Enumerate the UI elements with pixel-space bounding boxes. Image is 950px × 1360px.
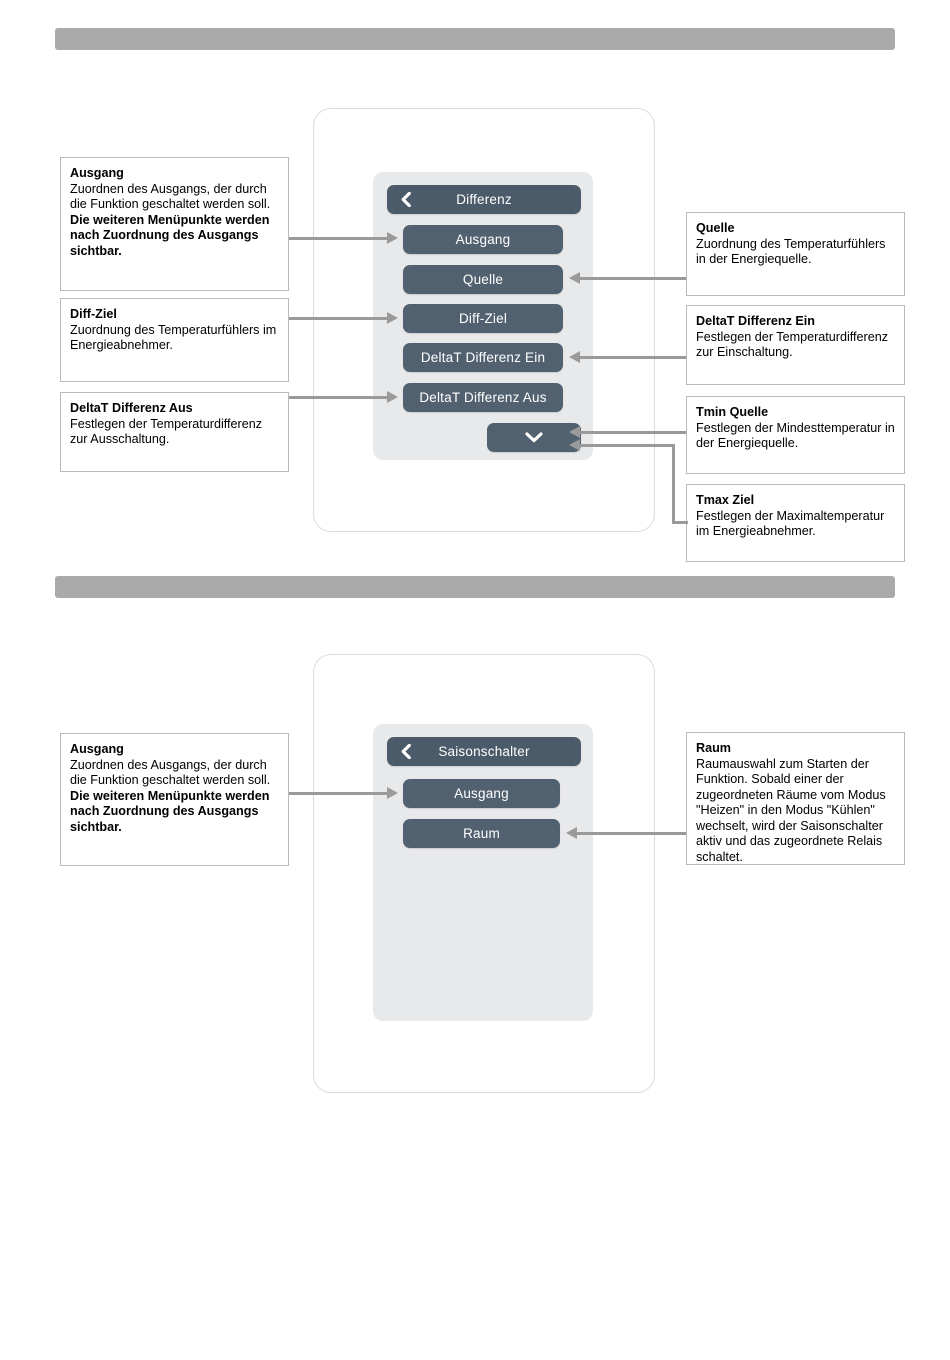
callout-title: Tmax Ziel: [696, 493, 755, 507]
menu-item-label: Raum: [463, 825, 500, 841]
chevron-down-icon[interactable]: [524, 431, 544, 445]
connector-arrowhead: [569, 426, 580, 438]
callout-title: Tmin Quelle: [696, 405, 769, 419]
connector-deltat-differenz-ein: [580, 356, 686, 359]
menu-header-saisonschalter[interactable]: Saisonschalter: [387, 737, 581, 766]
menu-item-raum[interactable]: Raum: [403, 819, 560, 848]
callout-body: Zuordnen des Ausgangs, der durch die Fun…: [70, 182, 279, 260]
connector-tmin-quelle: [580, 431, 686, 434]
menu-item-quelle[interactable]: Quelle: [403, 265, 563, 294]
callout-quelle: Quelle Zuordnung des Temperaturfühlers i…: [686, 212, 905, 296]
connector-raum: [577, 832, 686, 835]
connector-arrowhead: [566, 827, 577, 839]
callout-title: Ausgang: [70, 166, 124, 180]
callout-body-plain: Zuordnen des Ausgangs, der durch die Fun…: [70, 757, 271, 788]
menu-item-label: Ausgang: [455, 231, 511, 247]
connector-arrowhead: [569, 351, 580, 363]
connector-ausgang-saisonschalter: [289, 792, 389, 795]
connector-arrowhead: [387, 787, 398, 799]
callout-title: Ausgang: [70, 742, 124, 756]
connector-diff-ziel: [289, 317, 389, 320]
section-divider-middle: [55, 576, 895, 598]
connector-tmax-ziel-vertical: [672, 444, 675, 524]
callout-body-plain: Zuordnen des Ausgangs, der durch die Fun…: [70, 181, 271, 212]
callout-title: DeltaT Differenz Aus: [70, 401, 193, 415]
callout-body-bold: Die weiteren Menüpunkte werden nach Zuor…: [70, 212, 270, 258]
connector-arrowhead: [387, 391, 398, 403]
callout-body: Raumauswahl zum Starten der Funktion. So…: [696, 756, 886, 864]
menu-item-deltat-differenz-ein[interactable]: DeltaT Differenz Ein: [403, 343, 563, 372]
menu-item-label: DeltaT Differenz Aus: [419, 389, 547, 405]
callout-title: Quelle: [696, 221, 735, 235]
callout-body: Festlegen der Maximaltemperatur im Energ…: [696, 508, 885, 539]
callout-body: Festlegen der Temperaturdifferenz zur Au…: [70, 416, 263, 447]
callout-ausgang-saisonschalter: Ausgang Zuordnen des Ausgangs, der durch…: [60, 733, 289, 866]
chevron-left-icon[interactable]: [399, 192, 412, 208]
connector-arrowhead: [387, 232, 398, 244]
menu-item-ausgang[interactable]: Ausgang: [403, 225, 563, 254]
menu-header-differenz[interactable]: Differenz: [387, 185, 581, 214]
menu-item-diff-ziel[interactable]: Diff-Ziel: [403, 304, 563, 333]
connector-quelle: [580, 277, 686, 280]
connector-arrowhead: [569, 272, 580, 284]
scroll-down-button[interactable]: [487, 423, 581, 452]
callout-tmax-ziel: Tmax Ziel Festlegen der Maximaltemperatu…: [686, 484, 905, 562]
callout-title: Diff-Ziel: [70, 307, 117, 321]
menu-header-label: Differenz: [456, 191, 512, 207]
callout-body-bold: Die weiteren Menüpunkte werden nach Zuor…: [70, 788, 270, 834]
callout-deltat-differenz-aus: DeltaT Differenz Aus Festlegen der Tempe…: [60, 392, 289, 472]
callout-raum: Raum Raumauswahl zum Starten der Funktio…: [686, 732, 905, 865]
callout-diff-ziel: Diff-Ziel Zuordnung des Temperaturfühler…: [60, 298, 289, 382]
menu-item-deltat-differenz-aus[interactable]: DeltaT Differenz Aus: [403, 383, 563, 412]
device-screen-saisonschalter: [373, 724, 593, 1021]
menu-item-label: Ausgang: [454, 785, 509, 801]
callout-title: DeltaT Differenz Ein: [696, 314, 815, 328]
callout-body: Zuordnung des Temperaturfühlers im Energ…: [70, 322, 277, 353]
chevron-left-icon[interactable]: [399, 744, 412, 760]
connector-deltat-differenz-aus: [289, 396, 389, 399]
callout-body: Festlegen der Mindesttemperatur in der E…: [696, 420, 895, 451]
callout-body: Festlegen der Temperaturdifferenz zur Ei…: [696, 329, 889, 360]
menu-header-label: Saisonschalter: [438, 743, 530, 759]
callout-body: Zuordnen des Ausgangs, der durch die Fun…: [70, 758, 279, 836]
callout-deltat-differenz-ein: DeltaT Differenz Ein Festlegen der Tempe…: [686, 305, 905, 385]
connector-tmax-ziel-horizontal: [580, 444, 675, 447]
callout-title: Raum: [696, 741, 731, 755]
connector-arrowhead: [387, 312, 398, 324]
menu-item-label: DeltaT Differenz Ein: [420, 349, 546, 365]
callout-tmin-quelle: Tmin Quelle Festlegen der Mindesttempera…: [686, 396, 905, 474]
callout-body: Zuordnung des Temperaturfühlers in der E…: [696, 236, 886, 267]
menu-item-label: Quelle: [462, 271, 504, 287]
menu-item-ausgang[interactable]: Ausgang: [403, 779, 560, 808]
connector-arrowhead: [569, 439, 580, 451]
connector-ausgang: [289, 237, 389, 240]
callout-ausgang-differenz: Ausgang Zuordnen des Ausgangs, der durch…: [60, 157, 289, 291]
connector-tmax-ziel-stub: [672, 521, 688, 524]
section-divider-top: [55, 28, 895, 50]
menu-item-label: Diff-Ziel: [458, 310, 508, 326]
